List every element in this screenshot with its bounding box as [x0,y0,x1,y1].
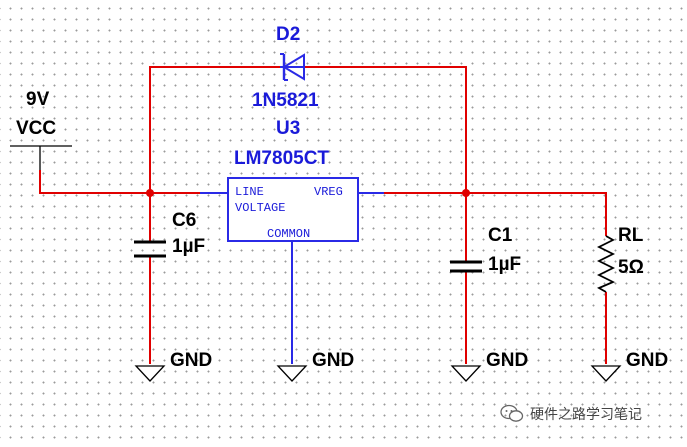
regulator-pin-voltage: VOLTAGE [235,201,285,215]
c1-ref-label: C1 [488,225,513,246]
gnd-label: GND [170,350,212,371]
gnd-label: GND [626,350,668,371]
regulator-u3[interactable]: U3 LM7805CT LINE VOLTAGE VREG COMMON [200,118,384,242]
ground-symbol[interactable]: GND [590,350,668,382]
rl-ref-label: RL [618,225,644,246]
regulator-pin-common: COMMON [267,227,310,241]
rl-value-label: 5Ω [618,257,644,278]
regulator-body [227,177,359,242]
c1-value-label: 1µF [488,254,521,275]
capacitor-c1[interactable]: C1 1µF [450,225,521,275]
ground-symbol[interactable]: GND [276,350,354,382]
regulator-ref-label: U3 [276,118,300,139]
junction-dot [462,189,470,197]
vcc-value-label: 9V [26,89,50,110]
regulator-part-label: LM7805CT [234,148,329,169]
ground-symbol[interactable]: GND [134,350,212,382]
gnd-label: GND [312,350,354,371]
wechat-icon [500,404,524,422]
junction-dot [146,189,154,197]
diode-ref-label: D2 [276,24,300,45]
regulator-pin-line: LINE [235,185,264,199]
diode-d2[interactable]: D2 1N5821 [252,24,319,111]
regulator-pin-vreg: VREG [314,185,343,199]
vcc-name-label: VCC [16,118,56,139]
diode-part-label: 1N5821 [252,90,319,111]
supply-wires [39,66,607,364]
c6-value-label: 1µF [172,236,205,257]
capacitor-c6[interactable]: C6 1µF [134,210,205,258]
watermark: 硬件之路学习笔记 [500,403,642,425]
vcc-source[interactable]: 9V VCC [10,89,72,170]
resistor-rl[interactable]: RL 5Ω [596,225,644,293]
ground-symbol[interactable]: GND [450,350,528,382]
gnd-label: GND [486,350,528,371]
watermark-text: 硬件之路学习笔记 [530,407,642,423]
c6-ref-label: C6 [172,210,196,231]
